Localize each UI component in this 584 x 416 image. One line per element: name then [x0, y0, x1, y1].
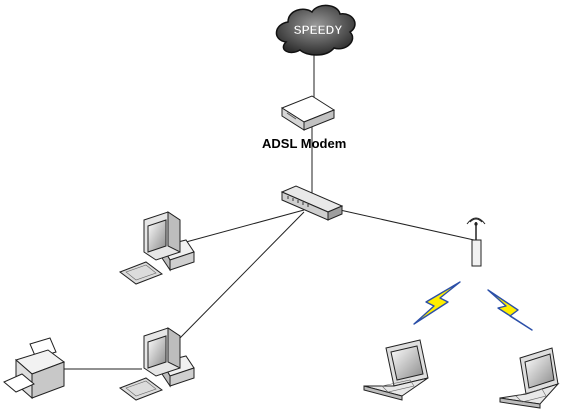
wireless-access-point-icon — [466, 217, 486, 267]
link-switch-ap — [339, 209, 475, 241]
laptop-icon — [499, 347, 560, 409]
link-switch-pc2 — [177, 211, 305, 341]
cloud-icon: SPEEDY — [275, 4, 356, 56]
link-switch-pc1 — [185, 209, 305, 243]
modem-icon — [280, 95, 336, 131]
laptop-icon — [363, 339, 429, 401]
modem-label: ADSL Modem — [262, 136, 347, 151]
wireless-signal-icon — [487, 289, 533, 331]
desktop-computer-icon — [118, 327, 195, 401]
desktop-computer-icon — [118, 211, 195, 285]
cloud-label: SPEEDY — [294, 23, 343, 37]
wireless-signal-icon — [413, 281, 461, 325]
connection-lines — [62, 52, 475, 370]
switch-icon — [280, 185, 344, 221]
printer-icon — [3, 337, 66, 400]
